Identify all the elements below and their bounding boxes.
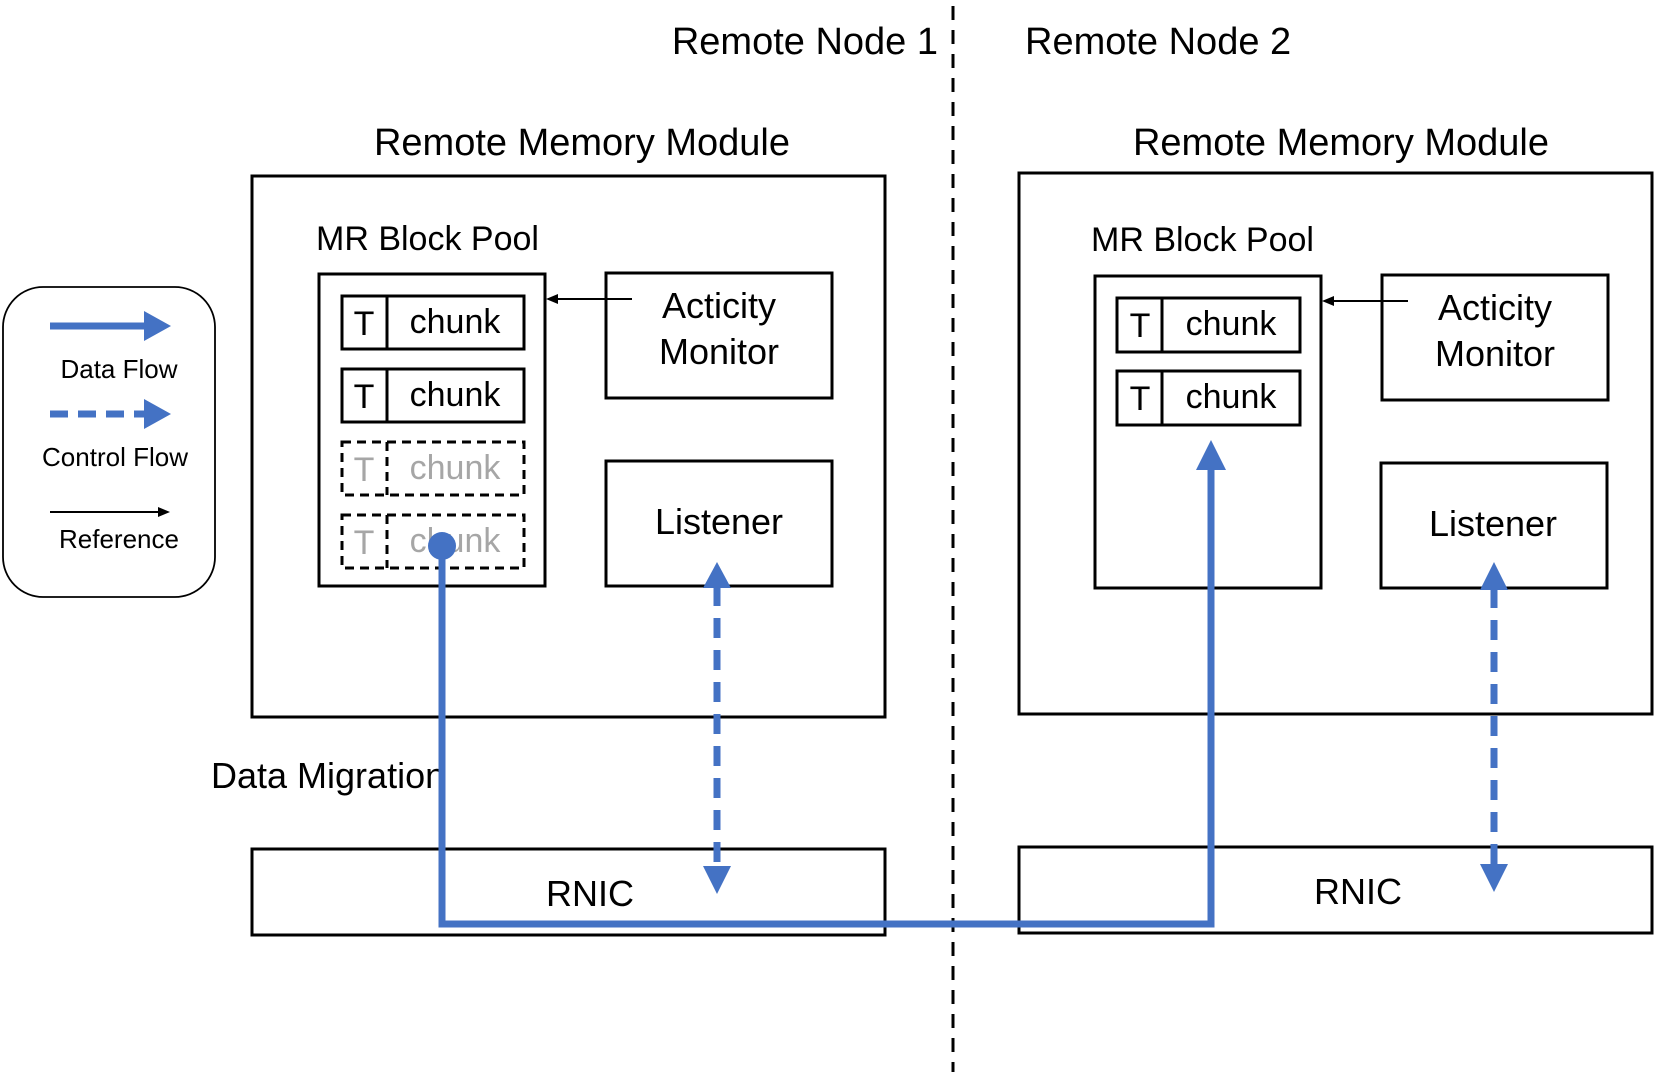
node2-monitor-line1: Acticity <box>1438 287 1552 328</box>
chunk-tag: T <box>354 378 375 416</box>
node1-reference-arrow-icon <box>546 294 632 304</box>
legend-data-flow-label: Data Flow <box>60 354 177 384</box>
data-migration-flow-arrow-icon <box>428 440 1226 928</box>
node1-chunk-4: T chunk <box>340 513 526 570</box>
chunk-label: chunk <box>1186 305 1278 343</box>
chunk-label: chunk <box>410 376 502 414</box>
node2-monitor-line2: Monitor <box>1435 333 1555 374</box>
node2-chunk-1: T chunk <box>1115 296 1302 354</box>
node1-chunk-1: T chunk <box>340 294 526 351</box>
node2-rnic-label: RNIC <box>1314 871 1402 912</box>
node1-listener-label: Listener <box>655 501 783 542</box>
legend-box <box>2 286 216 598</box>
chunk-tag: T <box>354 305 375 343</box>
legend-data-flow-arrow-icon <box>50 311 171 341</box>
node2-listener-label: Listener <box>1429 503 1557 544</box>
node1-module-title: Remote Memory Module <box>374 122 790 164</box>
chunk-label: chunk <box>410 303 502 341</box>
legend-reference-arrow-icon <box>50 507 170 517</box>
chunk-tag: T <box>1130 380 1151 418</box>
node1-monitor-line1: Acticity <box>662 285 776 326</box>
legend: Data Flow Control Flow Reference <box>2 286 216 598</box>
node2: Remote Memory Module MR Block Pool T chu… <box>1017 122 1654 935</box>
chunk-tag: T <box>354 451 375 489</box>
chunk-label: chunk <box>410 522 502 560</box>
node1-listener <box>604 459 834 588</box>
node2-rnic <box>1017 845 1654 935</box>
node2-reference-arrow-icon <box>1322 296 1408 306</box>
node2-pool-label: MR Block Pool <box>1091 221 1314 259</box>
node2-activity-monitor <box>1380 273 1610 402</box>
legend-reference-label: Reference <box>59 524 179 554</box>
node2-control-flow-arrow-icon <box>1480 562 1508 892</box>
node1-title: Remote Node 1 <box>672 21 938 63</box>
node1-pool-label: MR Block Pool <box>316 220 539 258</box>
node2-chunk-2: T chunk <box>1115 369 1302 427</box>
chunk-tag: T <box>354 524 375 562</box>
node2-title: Remote Node 2 <box>1025 21 1291 63</box>
node1-control-flow-arrow-icon <box>703 562 731 894</box>
chunk-label: chunk <box>1186 378 1278 416</box>
node1-monitor-line2: Monitor <box>659 331 779 372</box>
node1-activity-monitor <box>604 271 834 400</box>
node1-rnic-label: RNIC <box>546 873 634 914</box>
node1-chunk-3: T chunk <box>340 440 526 497</box>
node1: Remote Memory Module MR Block Pool T chu… <box>250 122 887 937</box>
chunk-label: chunk <box>410 449 502 487</box>
legend-control-flow-label: Control Flow <box>42 442 188 472</box>
data-migration-label: Data Migration <box>211 755 445 796</box>
chunk-tag: T <box>1130 307 1151 345</box>
node1-chunk-2: T chunk <box>340 367 526 424</box>
legend-control-flow-arrow-icon <box>50 399 171 429</box>
node2-module-title: Remote Memory Module <box>1133 122 1549 164</box>
